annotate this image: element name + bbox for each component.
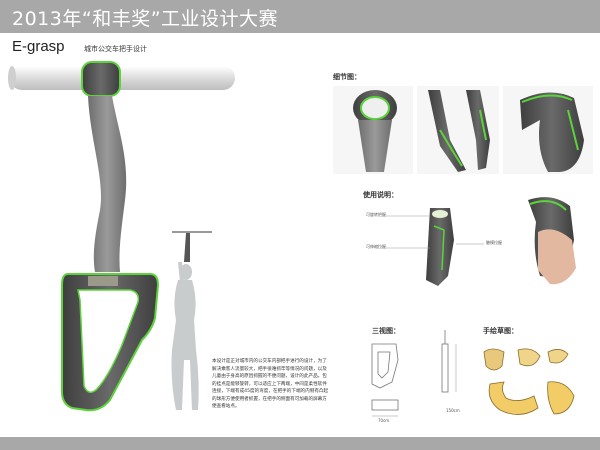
- detail-image-1: [333, 86, 413, 174]
- page-title: 2013年“和丰奖”工业设计大赛: [12, 8, 279, 30]
- header-bar: 2013年“和丰奖”工业设计大赛: [0, 0, 600, 33]
- main-handle-render: [8, 61, 235, 412]
- design-description: 本设计是正对城市内的公交车内部把手进行的设计，为了解决乘客人流量较大，把手很难抓…: [212, 359, 329, 409]
- detail-image-2: [417, 86, 499, 174]
- usage-note-1: 可旋转把握: [366, 212, 386, 217]
- section-three-view: 三视图：: [372, 327, 400, 335]
- section-sketch: 手绘草图：: [483, 327, 518, 335]
- footer-bar: [0, 437, 600, 450]
- detail-image-3: [503, 86, 593, 174]
- section-usage: 使用说明：: [363, 191, 398, 199]
- section-detail: 细节图：: [333, 73, 361, 81]
- usage-image-2: [528, 197, 576, 285]
- usage-note-3: 触摸拉握: [486, 240, 502, 245]
- brand-name: E-grasp: [12, 38, 65, 55]
- dim-height: 150cm: [446, 408, 460, 413]
- dim-width: 70cm: [378, 418, 390, 423]
- usage-note-2: 可伸缩拉握: [366, 244, 386, 249]
- hand-sketches: [483, 348, 575, 415]
- brand-subtitle: 城市公交车把手设计: [84, 45, 147, 53]
- usage-image-1: [386, 208, 484, 286]
- three-view-drawing: [371, 330, 457, 417]
- person-silhouette: [171, 231, 212, 410]
